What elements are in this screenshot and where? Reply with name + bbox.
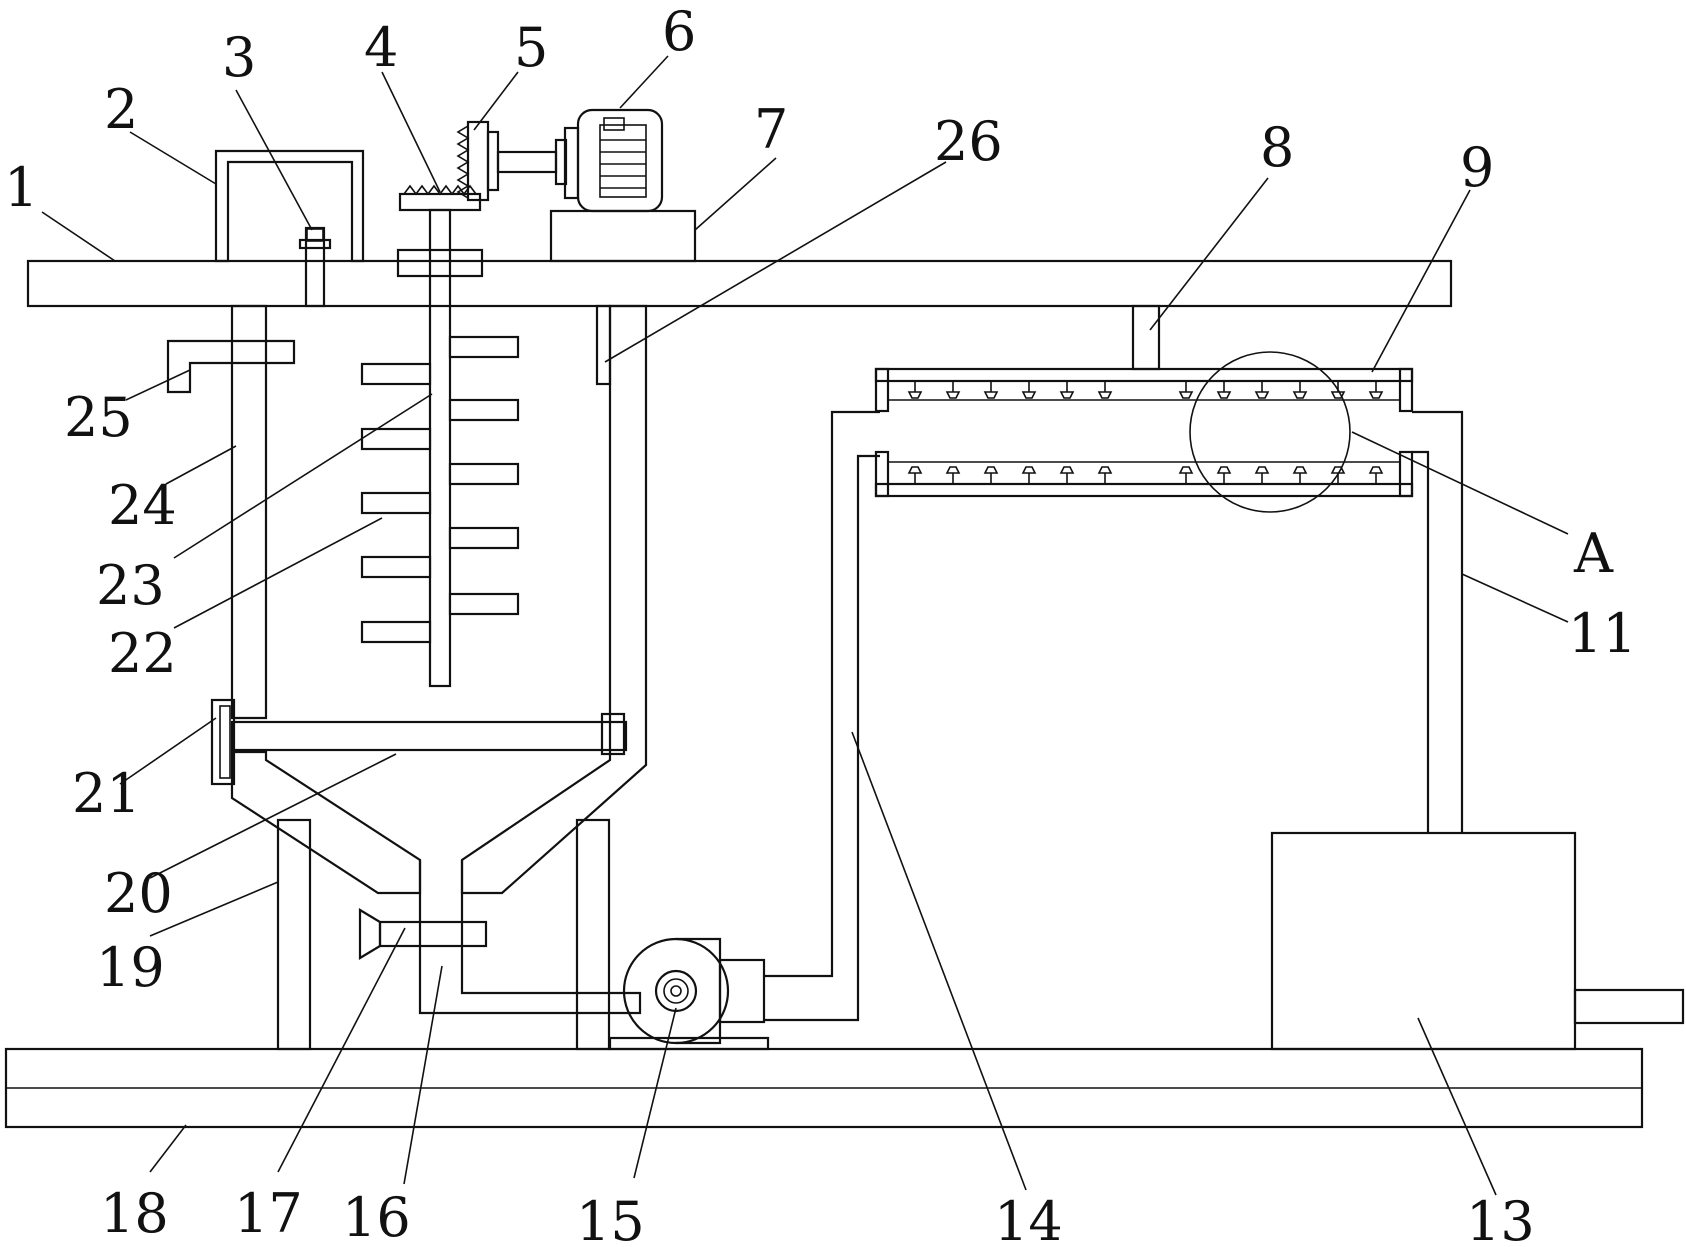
spray-housing <box>874 367 1414 498</box>
label-4: 4 <box>364 16 398 79</box>
label-1: 1 <box>4 156 38 219</box>
label-17: 17 <box>234 1182 303 1245</box>
return-pipe <box>1412 410 1464 833</box>
label-18: 18 <box>100 1182 169 1245</box>
tank-wall-left <box>230 304 422 895</box>
label-26: 26 <box>934 110 1003 173</box>
leader-lines <box>41 55 1569 1196</box>
label-15: 15 <box>576 1190 645 1247</box>
filter-plate <box>230 712 628 756</box>
spray-nozzles-bottom <box>907 466 1384 484</box>
label-22: 22 <box>108 622 177 685</box>
support-leg-right <box>575 818 611 1051</box>
water-tank <box>1270 831 1685 1051</box>
label-24: 24 <box>108 474 177 537</box>
outlet-valve <box>358 908 488 960</box>
label-3: 3 <box>222 26 256 89</box>
outlet-pipe <box>418 860 642 1015</box>
label-6: 6 <box>662 0 696 63</box>
label-7: 7 <box>754 98 788 161</box>
handle <box>214 149 365 263</box>
label-25: 25 <box>64 386 133 449</box>
label-5: 5 <box>514 16 548 79</box>
label-11: 11 <box>1568 602 1637 665</box>
label-20: 20 <box>104 862 173 925</box>
label-8: 8 <box>1260 116 1294 179</box>
motor-base <box>549 209 697 263</box>
label-13: 13 <box>1466 1190 1535 1247</box>
label-a: A <box>1573 522 1614 585</box>
level-sensor <box>595 304 612 386</box>
stirring-blades <box>360 335 520 644</box>
label-19: 19 <box>96 936 165 999</box>
slot-frame <box>210 698 236 786</box>
inlet-pipe <box>166 339 296 394</box>
label-21: 21 <box>72 762 141 825</box>
vertical-bevel-gear <box>456 120 500 202</box>
spray-nozzles-top <box>907 381 1384 399</box>
label-16: 16 <box>342 1186 411 1247</box>
label-9: 9 <box>1460 136 1494 199</box>
motor <box>496 108 664 213</box>
label-2: 2 <box>104 78 138 141</box>
support-leg-left <box>276 818 312 1051</box>
label-14: 14 <box>994 1190 1063 1247</box>
top-plate <box>26 259 1453 308</box>
label-23: 23 <box>96 554 165 617</box>
base-plate <box>4 1047 1644 1129</box>
bolt <box>298 226 332 308</box>
detail-circle-a <box>1189 351 1351 513</box>
pump <box>608 937 770 1051</box>
reference-labels: 1 2 3 4 5 6 7 26 8 9 A 11 13 14 15 16 17… <box>4 0 1637 1247</box>
spray-support <box>1131 304 1161 371</box>
water-pipe <box>764 410 880 1022</box>
